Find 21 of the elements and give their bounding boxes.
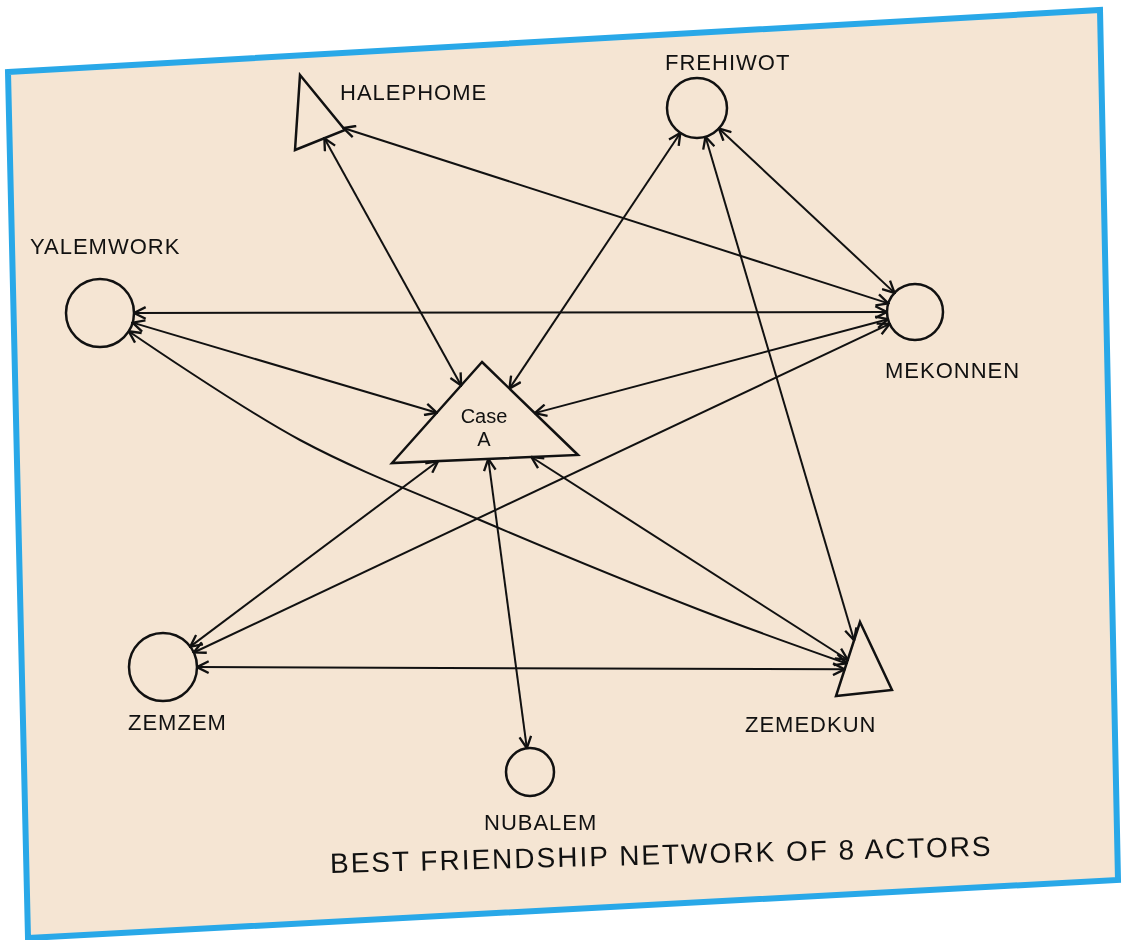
double-arrow xyxy=(342,124,890,307)
double-arrow xyxy=(131,319,438,417)
double-arrow xyxy=(530,455,849,661)
actor-name: YALEMWORK xyxy=(30,234,181,260)
double-arrow xyxy=(717,127,896,295)
double-arrow xyxy=(323,137,463,387)
actor-name: FREHIWOT xyxy=(665,50,791,76)
actor-name: MEKONNEN xyxy=(885,358,1021,384)
actor-name: ZEMZEM xyxy=(128,710,227,736)
double-arrow xyxy=(189,459,440,648)
actor-name: ZEMEDKUN xyxy=(745,712,877,738)
double-arrow xyxy=(508,131,682,390)
actor-name: Case A xyxy=(459,404,509,451)
double-arrow xyxy=(132,305,889,320)
double-arrow xyxy=(533,315,890,417)
double-arrow xyxy=(195,660,846,677)
double-arrow xyxy=(127,330,848,667)
double-arrow xyxy=(702,135,858,642)
actor-name: HALEPHOME xyxy=(340,80,488,106)
double-arrow xyxy=(192,322,891,654)
double-arrow xyxy=(482,457,533,750)
